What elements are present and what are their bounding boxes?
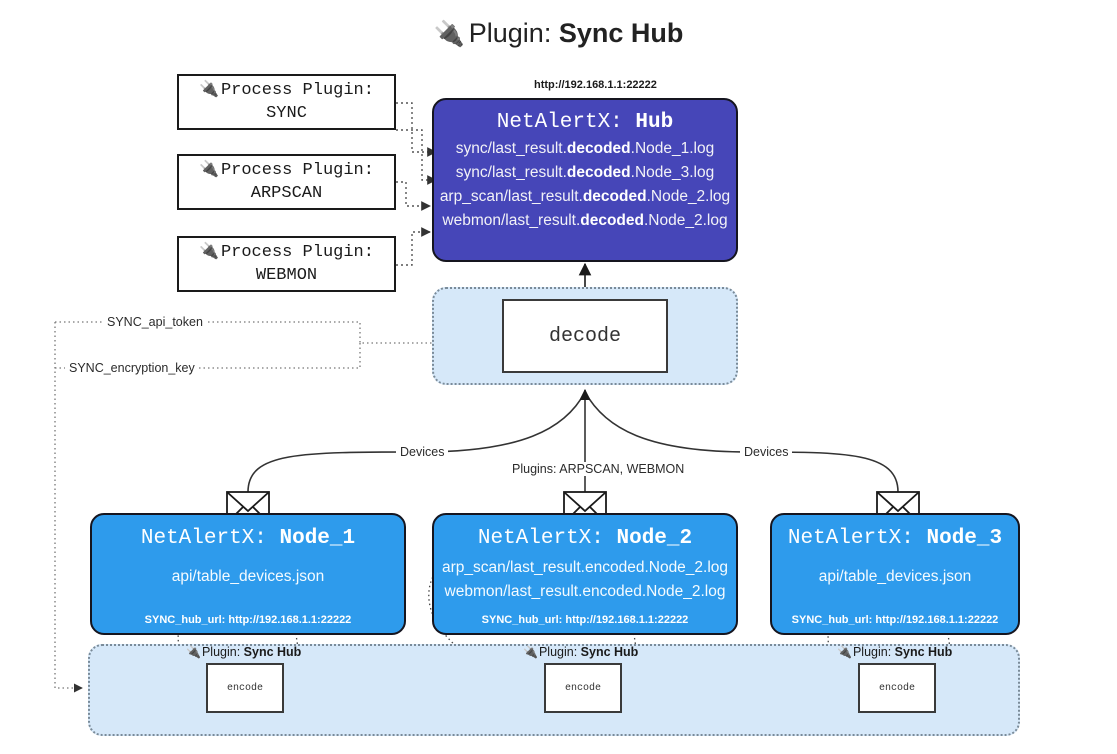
logline-post: .Node_2.log [646,188,731,205]
page-title-prefix: Plugin: [468,18,552,48]
node-title: NetAlertX: Node_2 [434,527,736,550]
logline-pre: sync/last_result. [455,140,567,157]
hub-logline: arp_scan/last_result.decoded.Node_2.log [434,188,736,206]
encode-label: encode [878,682,915,694]
encode-box-node2[interactable]: encode [544,663,622,713]
process-plugin-box-arpscan[interactable]: 🔌Process Plugin: ARPSCAN [177,154,396,210]
logline-pre: arp_scan/last_result. [439,188,583,205]
node-title-prefix: NetAlertX: [477,527,604,550]
page-title-value: Sync Hub [558,18,684,48]
node-line: api/table_devices.json [818,568,972,585]
process-plugin-name: ARPSCAN [250,184,323,203]
plug-icon: 🔌 [523,645,538,659]
hub-title-value: Hub [635,111,674,134]
plug-icon: 🔌 [199,241,219,261]
encoder-plugin-label-2: 🔌Plugin: Sync Hub [523,645,638,659]
logline-pre: sync/last_result. [455,164,567,181]
encoder-plugin-label-3: 🔌Plugin: Sync Hub [837,645,952,659]
hub-logline: webmon/last_result.decoded.Node_2.log [434,212,736,230]
encoder-plugin-prefix: Plugin: [538,645,578,659]
process-plugin-label: Process Plugin: [220,243,374,263]
node-box-node3[interactable]: NetAlertX: Node_3 api/table_devices.json… [770,513,1020,635]
node-line: webmon/last_result.encoded.Node_2.log [444,583,726,600]
plug-icon: 🔌 [186,645,201,659]
process-plugin-box-sync[interactable]: 🔌Process Plugin: SYNC [177,74,396,130]
logline-mid: decoded [580,212,644,229]
hub-logline: sync/last_result.decoded.Node_1.log [434,140,736,158]
devices-label-left: Devices [396,445,449,459]
plug-icon: 🔌 [199,79,219,99]
encode-box-node1[interactable]: encode [206,663,284,713]
node-title-prefix: NetAlertX: [140,527,267,550]
plug-icon: 🔌 [837,645,852,659]
sync-api-token-label: SYNC_api_token [103,315,207,329]
decode-box[interactable]: decode [502,299,668,373]
node-footer: SYNC_hub_url: http://192.168.1.1:22222 [144,614,352,626]
encoder-plugin-prefix: Plugin: [201,645,241,659]
node-line: arp_scan/last_result.encoded.Node_2.log [441,559,729,576]
process-plugin-label: Process Plugin: [220,161,374,181]
logline-mid: decoded [566,140,631,157]
logline-post: .Node_2.log [643,212,728,229]
encode-box-node3[interactable]: encode [858,663,936,713]
encoder-plugin-value: Sync Hub [243,645,302,659]
node-footer: SYNC_hub_url: http://192.168.1.1:22222 [791,614,999,626]
process-plugin-name: SYNC [266,104,307,123]
plug-icon: 🔌 [199,159,219,179]
process-plugin-box-webmon[interactable]: 🔌Process Plugin: WEBMON [177,236,396,292]
logline-pre: webmon/last_result. [442,212,581,229]
hub-url-label: http://192.168.1.1:22222 [534,79,657,91]
hub-title-prefix: NetAlertX: [496,111,623,134]
devices-label-right: Devices [740,445,793,459]
node-box-node2[interactable]: NetAlertX: Node_2 arp_scan/last_result.e… [432,513,738,635]
node-title: NetAlertX: Node_1 [92,527,404,550]
hub-title: NetAlertX: Hub [434,111,736,134]
encoder-plugin-label-1: 🔌Plugin: Sync Hub [186,645,301,659]
encoder-plugin-value: Sync Hub [894,645,953,659]
encode-label: encode [564,682,601,694]
node-box-node1[interactable]: NetAlertX: Node_1 api/table_devices.json… [90,513,406,635]
logline-mid: decoded [582,188,647,205]
process-plugin-label: Process Plugin: [220,81,374,101]
node-title-prefix: NetAlertX: [787,527,914,550]
process-plugin-name: WEBMON [255,266,318,285]
logline-post: .Node_3.log [630,164,715,181]
plug-icon: 🔌 [433,20,465,48]
logline-post: .Node_1.log [630,140,715,157]
node-title: NetAlertX: Node_3 [772,527,1018,550]
node-title-value: Node_3 [926,527,1003,550]
hub-logline: sync/last_result.decoded.Node_3.log [434,164,736,182]
logline-mid: decoded [566,164,631,181]
page-title: 🔌Plugin: Sync Hub [0,18,1117,49]
sync-encryption-key-label: SYNC_encryption_key [65,361,199,375]
node-footer: SYNC_hub_url: http://192.168.1.1:22222 [481,614,689,626]
plugins-label-center: Plugins: ARPSCAN, WEBMON [508,462,689,476]
encoder-plugin-prefix: Plugin: [852,645,892,659]
node-line: api/table_devices.json [171,568,325,585]
node-title-value: Node_1 [279,527,356,550]
encode-label: encode [226,682,263,694]
decode-label: decode [548,324,621,348]
encoder-plugin-value: Sync Hub [580,645,639,659]
node-title-value: Node_2 [616,527,693,550]
hub-node[interactable]: NetAlertX: Hub sync/last_result.decoded.… [432,98,738,262]
